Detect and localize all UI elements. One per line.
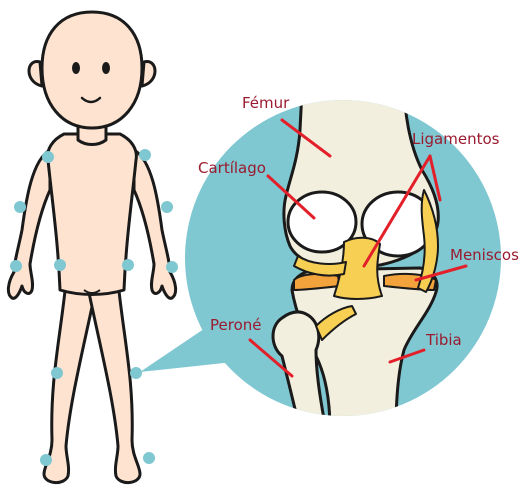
joint-marker-icon (139, 149, 151, 161)
left-eye (72, 62, 80, 74)
head (42, 12, 142, 128)
left-arm (8, 150, 50, 298)
right-eye (102, 62, 110, 74)
right-ear (142, 62, 155, 86)
label-meniscos: Meniscos (450, 246, 519, 264)
joint-marker-icon (166, 261, 178, 273)
label-femur: Fémur (242, 94, 290, 112)
joint-marker-icon (143, 452, 155, 464)
left-leg (44, 282, 96, 483)
joint-marker-icon (40, 454, 52, 466)
joint-marker-icon (130, 367, 142, 379)
right-arm (134, 150, 176, 298)
child-figure (8, 12, 175, 483)
left-ear (29, 62, 42, 86)
joint-marker-icon (10, 260, 22, 272)
joint-marker-icon (54, 259, 66, 271)
joint-marker-icon (51, 367, 63, 379)
joint-marker-icon (122, 259, 134, 271)
label-cartilago: Cartílago (198, 159, 266, 177)
joint-marker-icon (14, 201, 26, 213)
joint-marker-icon (161, 201, 173, 213)
label-perone: Peroné (210, 316, 262, 334)
label-tibia: Tibia (425, 331, 462, 349)
label-ligamentos: Ligamentos (412, 130, 500, 148)
right-leg (88, 282, 140, 483)
joint-marker-icon (42, 151, 54, 163)
